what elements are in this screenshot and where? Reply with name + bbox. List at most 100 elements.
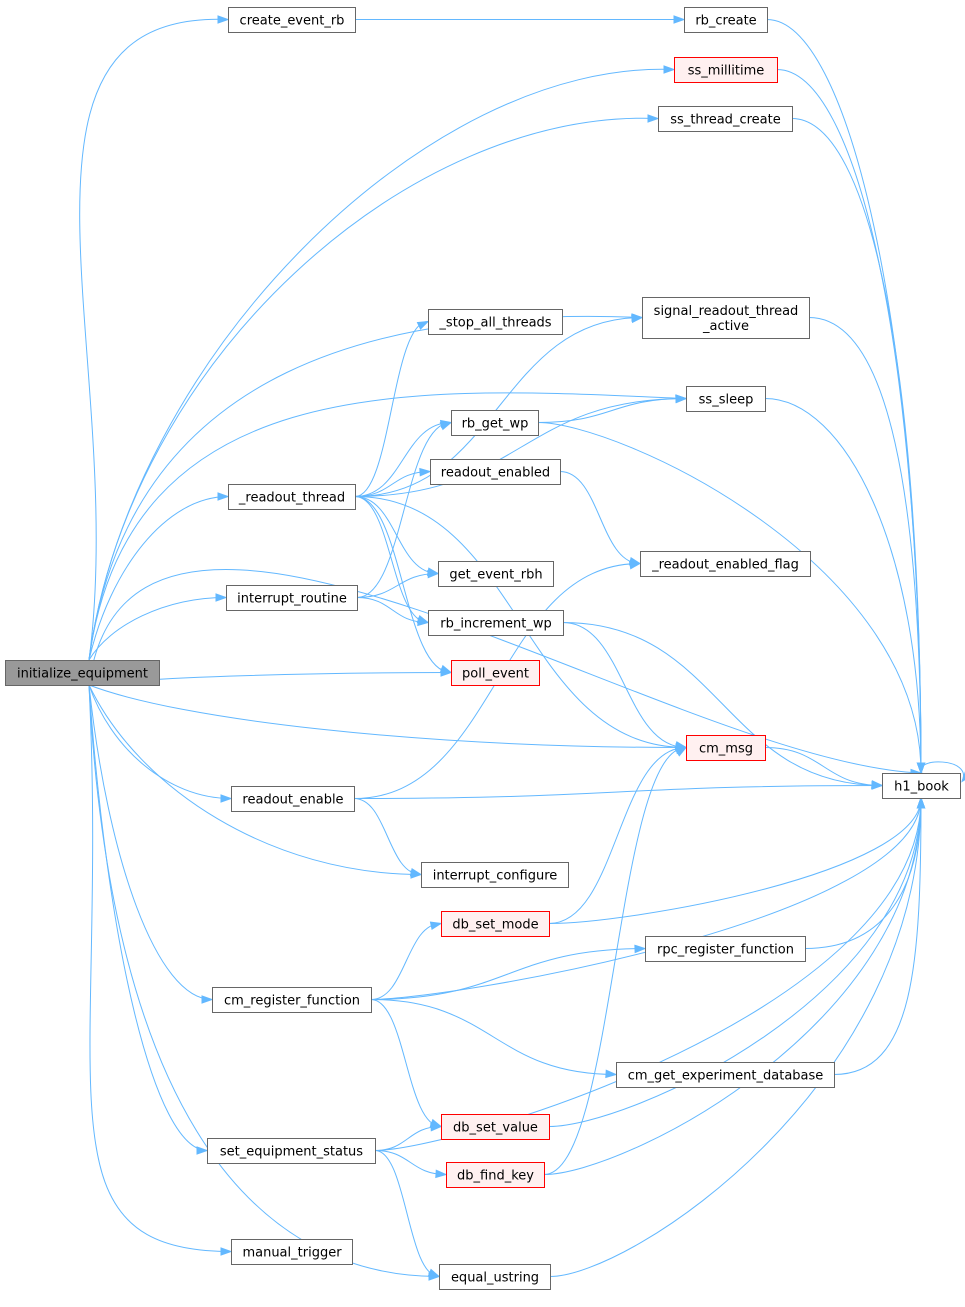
- node-readout-enabled[interactable]: readout_enabled: [430, 459, 561, 485]
- node-rb-create[interactable]: rb_create: [684, 7, 768, 33]
- node-db-set-value-label: db_set_value: [453, 1121, 538, 1136]
- node-readout-enabled-label: readout_enabled: [441, 466, 550, 481]
- node-set-equipment-status[interactable]: set_equipment_status: [207, 1138, 376, 1164]
- edge-readout-enabled-to-readout-enabled-flag: [559, 471, 642, 566]
- edge-cm-msg-to-h1-book-line: [764, 747, 883, 786]
- node-readout-thread-label: _readout_thread: [238, 491, 345, 506]
- edge-db-set-value-to-h1-book-line: [548, 797, 922, 1127]
- node-equal-ustring[interactable]: equal_ustring: [439, 1264, 551, 1290]
- node-rb-create-box: [684, 7, 768, 33]
- node-initialize-equipment[interactable]: initialize_equipment: [5, 660, 160, 686]
- node-readout-enabled-flag[interactable]: _readout_enabled_flag: [640, 551, 811, 577]
- edge-cm-register-function-to-cm-get-experiment-database-line: [370, 999, 617, 1075]
- edge-h1-book-to-h1-book-arrowhead: [961, 771, 965, 783]
- edge-initialize-equipment-to-interrupt-routine-arrowhead: [215, 593, 228, 602]
- node-cm-get-experiment-database-box: [616, 1062, 835, 1088]
- node-db-set-value[interactable]: db_set_value: [441, 1114, 550, 1140]
- node-create-event-rb[interactable]: create_event_rb: [228, 7, 356, 33]
- node-stop-all-threads-label: _stop_all_threads: [438, 316, 551, 331]
- node-interrupt-routine[interactable]: interrupt_routine: [226, 585, 358, 611]
- node-db-set-mode-box: [441, 911, 550, 937]
- node-cm-get-experiment-database[interactable]: cm_get_experiment_database: [616, 1062, 835, 1088]
- node-rb-get-wp-label: rb_get_wp: [462, 417, 529, 432]
- node-db-find-key[interactable]: db_find_key: [446, 1162, 545, 1188]
- edge-initialize-equipment-to-create-event-rb-line: [79, 18, 229, 661]
- edge-interrupt-routine-to-rb-increment-wp-arrowhead: [417, 617, 430, 627]
- node-interrupt-configure[interactable]: interrupt_configure: [421, 862, 569, 888]
- node-rb-increment-wp[interactable]: rb_increment_wp: [428, 610, 564, 636]
- node-rb-get-wp[interactable]: rb_get_wp: [451, 410, 539, 436]
- edge-initialize-equipment-to-ss-thread-create: [88, 114, 660, 661]
- edge-readout-thread-to-poll-event-arrowhead: [439, 664, 453, 674]
- node-db-find-key-box: [446, 1162, 545, 1188]
- node-db-set-value-box: [441, 1114, 550, 1140]
- node-readout-enabled-flag-box: [640, 551, 811, 577]
- node-cm-msg-label: cm_msg: [699, 742, 753, 757]
- edge-readout-enable-to-readout-enabled-flag-arrowhead: [628, 560, 642, 570]
- node-poll-event[interactable]: poll_event: [451, 660, 540, 686]
- node-ss-millitime-label: ss_millitime: [688, 64, 765, 79]
- edge-cm-register-function-to-rpc-register-function: [370, 944, 647, 1000]
- edge-initialize-equipment-to-cm-register-function-line: [88, 684, 213, 1000]
- edge-db-set-mode-to-cm-msg: [548, 745, 688, 924]
- node-ss-sleep[interactable]: ss_sleep: [686, 386, 766, 412]
- node-interrupt-routine-box: [226, 585, 358, 611]
- node-readout-enable[interactable]: readout_enable: [231, 786, 355, 812]
- node-rpc-register-function[interactable]: rpc_register_function: [645, 936, 806, 962]
- node-ss-thread-create[interactable]: ss_thread_create: [658, 106, 793, 132]
- node-stop-all-threads[interactable]: _stop_all_threads: [428, 309, 563, 335]
- edge-rb-increment-wp-to-h1-book-line: [562, 622, 883, 786]
- edge-initialize-equipment-to-set-equipment-status-arrowhead: [196, 1146, 209, 1155]
- node-h1-book[interactable]: h1_book: [882, 773, 961, 799]
- edge-readout-thread-to-readout-enabled-arrowhead: [419, 467, 432, 477]
- edge-initialize-equipment-to-manual-trigger-line: [88, 684, 232, 1252]
- node-ss-thread-create-label: ss_thread_create: [670, 113, 780, 128]
- node-readout-thread[interactable]: _readout_thread: [228, 484, 356, 510]
- edge-cm-msg-to-h1-book: [764, 747, 884, 790]
- edge-interrupt-routine-to-get-event-rbh-arrowhead: [427, 569, 440, 579]
- edge-set-equipment-status-to-db-find-key: [374, 1150, 448, 1179]
- edge-cm-get-experiment-database-to-h1-book-line: [833, 797, 922, 1075]
- edge-readout-thread-to-ss-sleep-arrowhead: [675, 394, 688, 404]
- node-db-set-mode-label: db_set_mode: [452, 918, 538, 933]
- node-signal-readout-thread-active[interactable]: signal_readout_thread_active: [642, 297, 810, 339]
- edge-layer: [79, 15, 965, 1281]
- node-signal-readout-thread-active-label-2: _active: [702, 319, 749, 334]
- edge-initialize-equipment-to-readout-enable: [88, 684, 233, 803]
- edge-cm-get-experiment-database-to-h1-book: [833, 796, 926, 1075]
- edge-readout-enable-to-interrupt-configure-line: [353, 798, 422, 875]
- node-equal-ustring-label: equal_ustring: [451, 1271, 539, 1286]
- edge-readout-thread-to-poll-event: [354, 496, 453, 674]
- edge-initialize-equipment-to-readout-thread-arrowhead: [217, 492, 230, 501]
- edge-create-event-rb-to-rb-create: [355, 15, 686, 24]
- edge-rb-get-wp-to-ss-sleep-line: [537, 398, 687, 423]
- node-ss-millitime-box: [674, 57, 778, 83]
- node-cm-register-function[interactable]: cm_register_function: [212, 987, 372, 1013]
- node-ss-millitime[interactable]: ss_millitime: [674, 57, 778, 83]
- node-db-set-mode[interactable]: db_set_mode: [441, 911, 550, 937]
- edge-readout-thread-to-stop-all-threads-line: [354, 321, 429, 497]
- node-cm-msg[interactable]: cm_msg: [686, 735, 766, 761]
- edge-ss-thread-create-to-h1-book: [791, 118, 926, 775]
- node-set-equipment-status-label: set_equipment_status: [220, 1145, 363, 1160]
- edge-rb-increment-wp-to-h1-book: [562, 622, 884, 789]
- node-manual-trigger[interactable]: manual_trigger: [231, 1239, 353, 1265]
- node-manual-trigger-label: manual_trigger: [242, 1246, 342, 1261]
- edge-initialize-equipment-to-ss-millitime: [88, 65, 676, 661]
- edge-initialize-equipment-to-interrupt-routine-line: [88, 597, 227, 661]
- edge-set-equipment-status-to-equal-ustring-line: [374, 1150, 440, 1277]
- edge-initialize-equipment-to-interrupt-configure-line: [88, 684, 422, 875]
- edge-readout-thread-to-rb-get-wp-line: [354, 422, 452, 497]
- edge-readout-enable-to-h1-book-line: [353, 785, 883, 799]
- edge-initialize-equipment-to-cm-register-function-arrowhead: [201, 995, 214, 1004]
- edge-initialize-equipment-to-readout-thread-line: [88, 496, 229, 661]
- edge-readout-thread-to-stop-all-threads-arrowhead: [416, 320, 430, 330]
- node-cm-get-experiment-database-label: cm_get_experiment_database: [628, 1069, 824, 1084]
- node-layer: initialize_equipment create_event_rb rb_cr…: [5, 7, 961, 1290]
- edge-cm-register-function-to-h1-book-line: [370, 797, 922, 1000]
- node-rb-get-wp-box: [451, 410, 539, 436]
- node-get-event-rbh[interactable]: get_event_rbh: [438, 561, 554, 587]
- edge-interrupt-routine-to-rb-increment-wp: [356, 597, 430, 627]
- node-rb-increment-wp-box: [428, 610, 564, 636]
- edge-initialize-equipment-to-ss-thread-create-arrowhead: [647, 114, 660, 123]
